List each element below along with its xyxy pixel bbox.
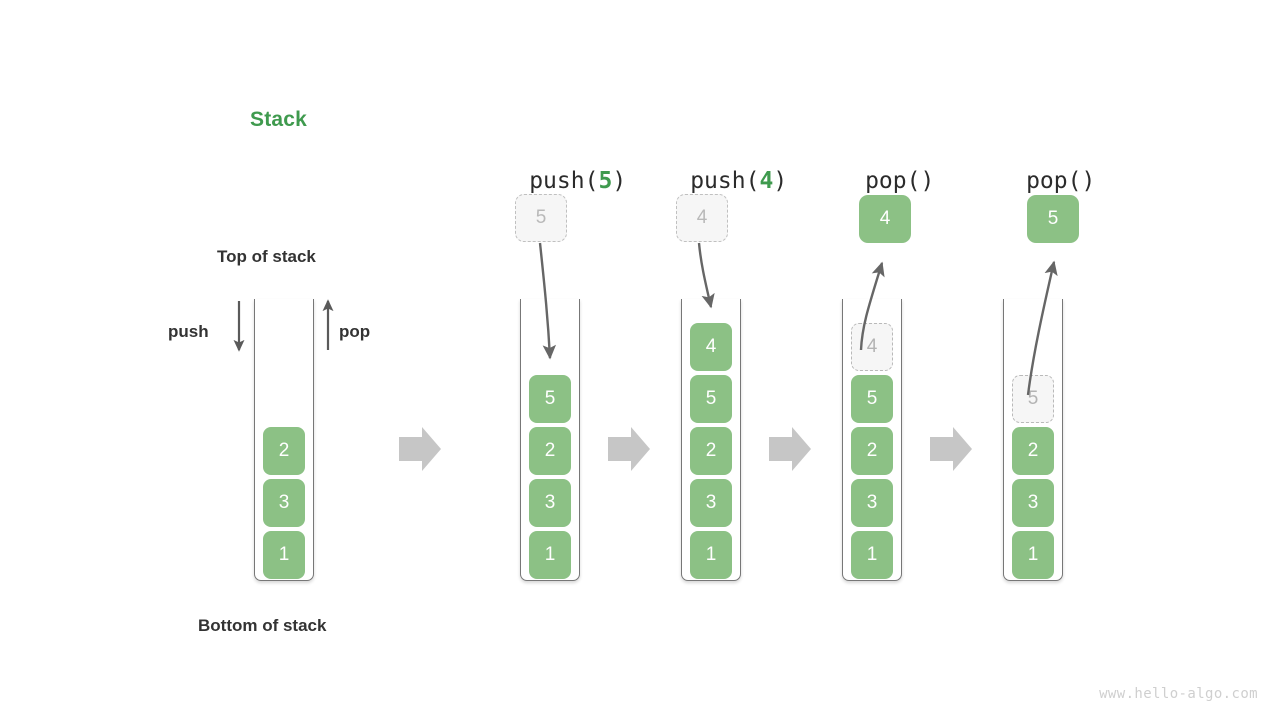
stack-cell: 5 [690,375,732,423]
incoming-node: 5 [515,194,567,242]
stack-cell: 2 [529,427,571,475]
push-label: push [168,322,209,341]
watermark: www.hello-algo.com [1099,686,1258,702]
header-suffix: ) [1081,168,1096,194]
bottom-of-stack-label: Bottom of stack [198,616,327,635]
stack-cell: 1 [529,531,571,579]
header-argument: 5 [598,168,613,194]
incoming-node: 4 [676,194,728,242]
stack-cell: 1 [263,531,305,579]
stack-cell: 3 [529,479,571,527]
stack-cell: 3 [1012,479,1054,527]
stack-cell: 5 [851,375,893,423]
header-argument: 4 [759,168,774,194]
header-prefix: push( [690,168,760,194]
header-prefix: push( [529,168,599,194]
page-title: Stack [250,108,308,131]
pop-label: pop [339,322,371,341]
popped-node: 5 [1027,195,1079,243]
stack-cell: 1 [1012,531,1054,579]
top-of-stack-label: Top of stack [217,247,316,266]
header-prefix: pop( [865,168,921,194]
header-suffix: ) [612,168,627,194]
transition-arrow-icon [399,427,441,471]
stack-cell: 4 [690,323,732,371]
stack-cell-ghost: 4 [851,323,893,371]
column-header-pop-2: pop() [933,142,1133,220]
stack-cell: 2 [1012,427,1054,475]
header-suffix: ) [920,168,935,194]
stack-cell: 1 [690,531,732,579]
stack-cell-ghost: 5 [1012,375,1054,423]
stack-cell: 3 [851,479,893,527]
column-header-push-5: push(5) [450,142,650,220]
column-header-pop-1: pop() [772,142,972,220]
stack-cell: 2 [690,427,732,475]
stack-cell: 3 [263,479,305,527]
stack-cell: 2 [263,427,305,475]
stack-cell: 2 [851,427,893,475]
stack-cell: 3 [690,479,732,527]
stack-cell: 5 [529,375,571,423]
header-prefix: pop( [1026,168,1082,194]
column-header-push-4: push(4) [611,142,811,220]
popped-node: 4 [859,195,911,243]
stack-cell: 1 [851,531,893,579]
header-suffix: ) [773,168,788,194]
